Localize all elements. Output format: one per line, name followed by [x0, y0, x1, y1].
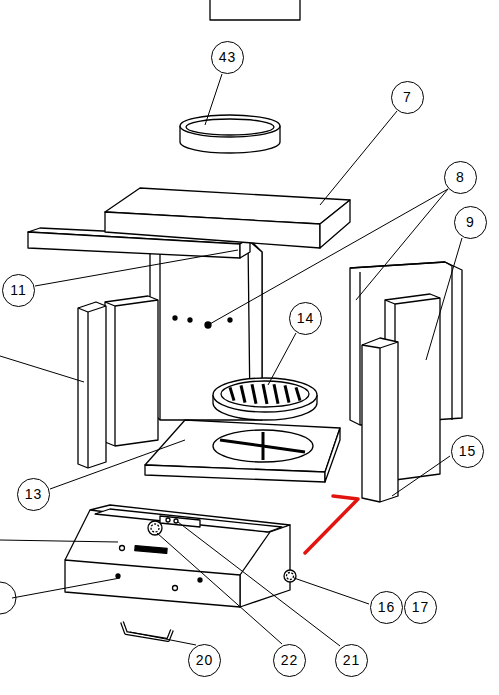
left-side-brick	[105, 296, 158, 446]
callout-number: 15	[451, 435, 484, 468]
callout-number: 8	[444, 161, 477, 194]
base-plate	[145, 420, 340, 482]
callout-number: 16	[370, 591, 403, 624]
callout-number: 7	[391, 81, 424, 114]
grate	[213, 378, 317, 420]
drawer-handle	[122, 622, 172, 640]
callout-number: 17	[404, 591, 437, 624]
right-front-brick	[362, 338, 398, 502]
callout-number: 11	[2, 274, 35, 307]
grate-slots	[230, 384, 300, 404]
grate-slot	[274, 384, 278, 403]
callout-number: 43	[211, 41, 244, 74]
callout-number: 13	[17, 478, 50, 511]
grate-slot	[230, 387, 234, 400]
callout-number: 9	[454, 206, 487, 239]
ash-drawer	[65, 505, 290, 607]
callout-number: 14	[289, 302, 322, 335]
callout-number: 20	[188, 644, 221, 677]
callout-number: 21	[335, 644, 368, 677]
grate-slot	[263, 384, 267, 404]
left-front-brick	[78, 302, 106, 468]
knob	[284, 570, 296, 582]
grate-slot	[241, 385, 245, 402]
grate-slot	[252, 384, 256, 403]
callout-number: 22	[273, 644, 306, 677]
knob	[148, 521, 162, 535]
grate-slot	[296, 387, 300, 400]
flue-ring	[180, 115, 280, 153]
leader-lines	[0, 74, 462, 646]
red-marker-arrow	[305, 496, 358, 553]
upper-part	[210, 0, 300, 20]
top-slab	[105, 188, 350, 248]
grate-slot	[285, 385, 289, 402]
